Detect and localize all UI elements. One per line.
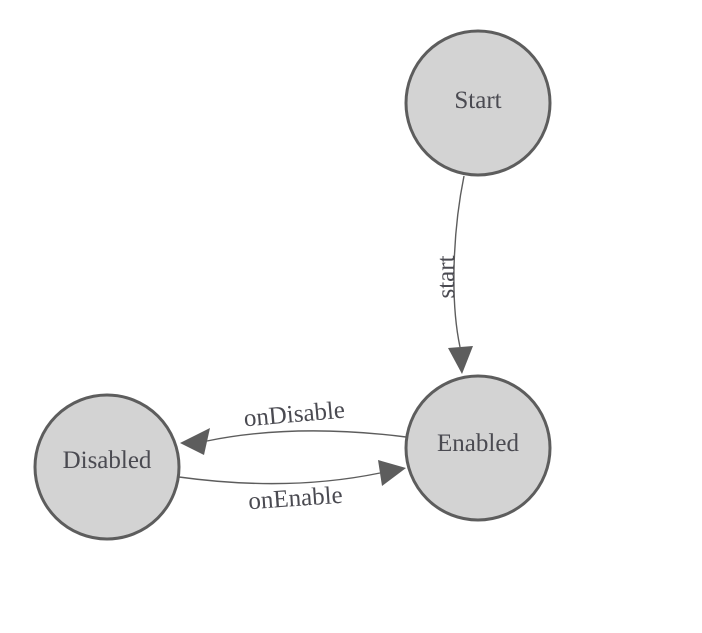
arrowhead-down-icon [448, 346, 473, 374]
state-node-disabled[interactable]: Disabled [33, 393, 181, 541]
edge-line-onenable [178, 472, 381, 485]
state-node-start[interactable]: Start [404, 29, 552, 177]
state-circle-start[interactable] [404, 29, 552, 177]
edge-line-start [453, 175, 465, 348]
edge-label-onenable: onEnable [247, 482, 343, 516]
edge-start-to-enabled: start [433, 175, 473, 374]
state-node-enabled[interactable]: Enabled [404, 374, 552, 522]
arrowhead-left-icon [180, 428, 210, 455]
state-circle-disabled[interactable] [33, 393, 181, 541]
state-label-disabled: Disabled [63, 447, 152, 474]
state-circle-enabled[interactable] [404, 374, 552, 522]
edge-line-ondisable [206, 430, 407, 442]
edge-disabled-to-enabled: onEnable [178, 460, 406, 516]
edge-label-start: start [433, 255, 460, 298]
edge-label-ondisable: onDisable [243, 397, 346, 433]
state-label-enabled: Enabled [437, 430, 519, 457]
edge-enabled-to-disabled: onDisable [180, 397, 407, 455]
arrowhead-right-icon [378, 460, 406, 486]
state-label-start: Start [454, 87, 501, 114]
